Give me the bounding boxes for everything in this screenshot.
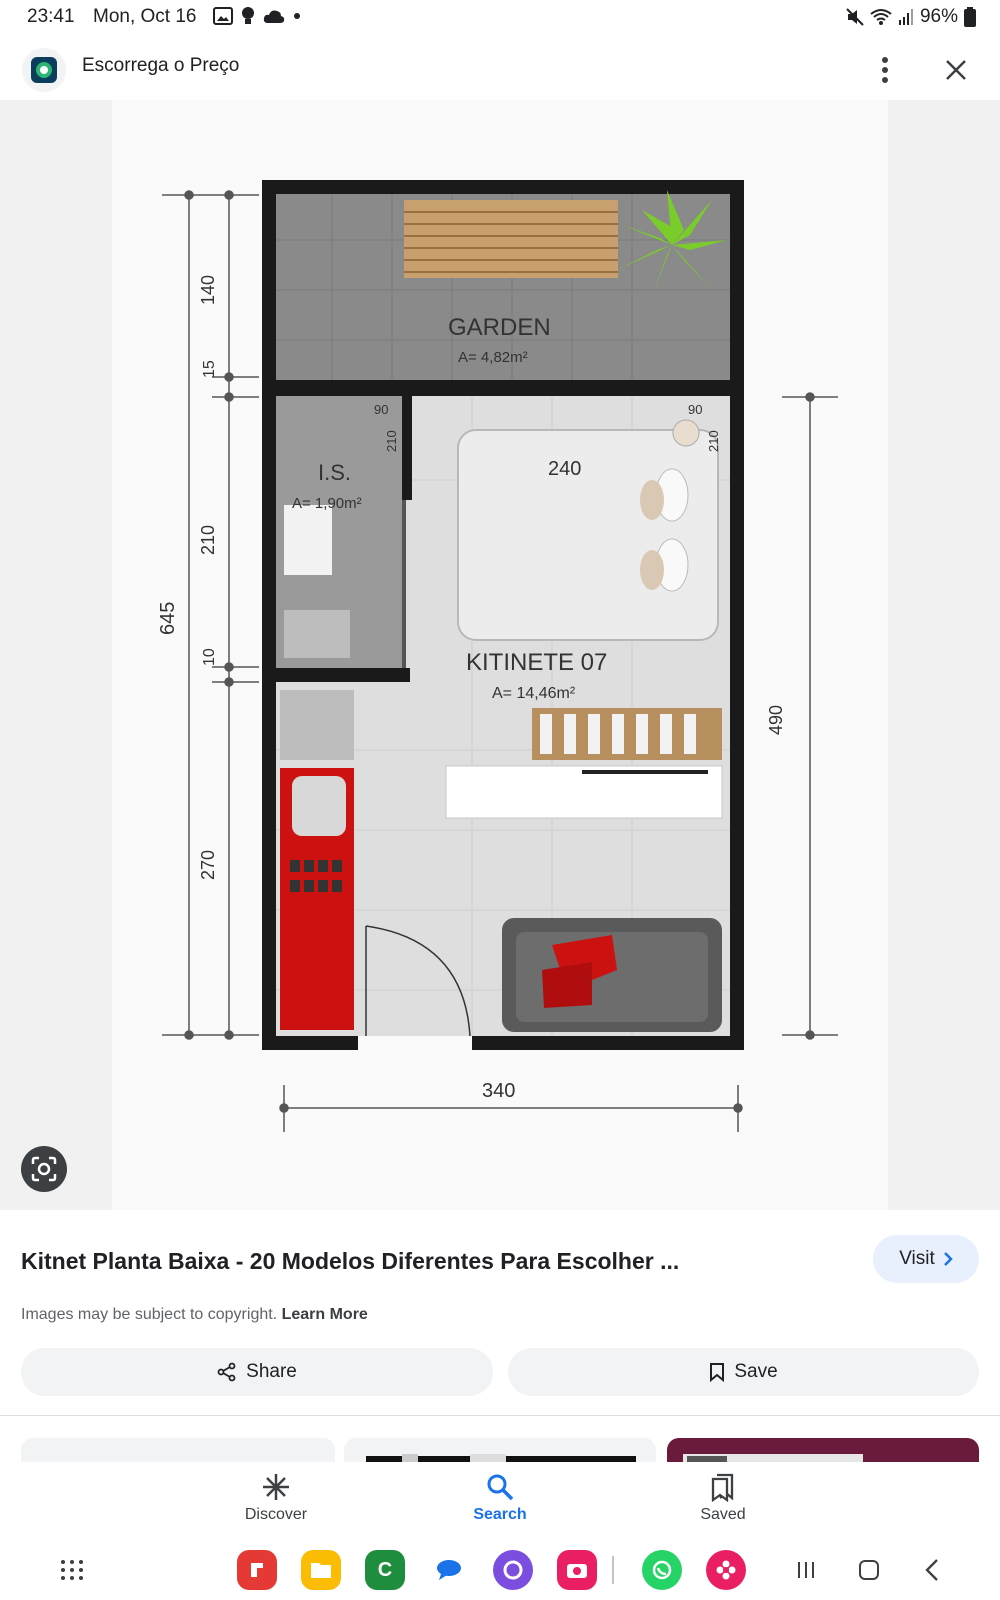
app-drawer-icon[interactable] (52, 1550, 92, 1590)
close-button[interactable] (938, 52, 974, 88)
flipboard-icon[interactable] (237, 1550, 277, 1590)
related-thumbnail[interactable] (344, 1438, 656, 1462)
dim-210b: 210 (384, 430, 399, 452)
save-button[interactable]: Save (508, 1348, 979, 1396)
asterisk-icon (263, 1474, 289, 1500)
dim-15: 15 (201, 360, 218, 378)
copyright-text: Images may be subject to copyright. (21, 1306, 278, 1323)
status-date: Mon, Oct 16 (93, 6, 197, 27)
nav-search[interactable]: Search (440, 1472, 560, 1524)
search-icon (487, 1474, 514, 1501)
dim-140: 140 (198, 275, 218, 305)
recents-icon[interactable] (786, 1550, 826, 1590)
result-title[interactable]: Kitnet Planta Baixa - 20 Modelos Diferen… (21, 1248, 680, 1274)
is-label: I.S. (318, 460, 351, 485)
wifi-icon (870, 9, 892, 25)
back-icon[interactable] (912, 1550, 952, 1590)
flower-app-icon[interactable] (706, 1550, 746, 1590)
gallery-icon (213, 7, 233, 25)
mute-icon (846, 8, 864, 26)
bulb-icon (242, 7, 254, 24)
battery-icon (964, 7, 976, 27)
copyright-notice: Images may be subject to copyright. Lear… (21, 1306, 368, 1324)
nav-discover-label: Discover (244, 1506, 308, 1523)
messages-icon[interactable] (429, 1550, 469, 1590)
thumbnail-floorplan-peek (366, 1454, 636, 1462)
dim-645: 645 (157, 602, 179, 635)
floor-plan-image: GARDEN A= 4,82m² I.S. A= 1,90m² KITINETE… (112, 100, 888, 1210)
globe-logo-icon (31, 57, 57, 83)
dim-90b: 90 (688, 402, 702, 417)
nav-search-label: Search (473, 1506, 527, 1523)
dim-10: 10 (201, 648, 218, 666)
c-app-icon[interactable]: C (365, 1550, 405, 1590)
kitinete-area: A= 14,46m² (492, 685, 576, 702)
chevron-right-icon (943, 1252, 953, 1266)
system-taskbar: C (0, 1538, 1000, 1600)
home-icon[interactable] (849, 1550, 889, 1590)
thumbnail-plan-peek (683, 1454, 863, 1462)
more-vert-icon (882, 57, 888, 83)
share-button[interactable]: Share (21, 1348, 493, 1396)
learn-more-link[interactable]: Learn More (281, 1306, 368, 1323)
garden-label: GARDEN (448, 314, 551, 341)
more-options-button[interactable] (870, 52, 900, 88)
battery-percent: 96% (919, 6, 958, 27)
source-header: Escorrega o Preço (0, 40, 1000, 100)
dim-340: 340 (482, 1080, 515, 1102)
google-lens-button[interactable] (21, 1146, 67, 1192)
status-right: 96% (846, 6, 976, 28)
bottom-navigation: Discover Search Saved (0, 1462, 1000, 1532)
site-name[interactable]: Escorrega o Preço (82, 55, 240, 76)
dim-90: 90 (374, 402, 388, 417)
image-preview[interactable]: GARDEN A= 4,82m² I.S. A= 1,90m² KITINETE… (0, 100, 1000, 1210)
garden-area: A= 4,82m² (458, 349, 528, 366)
bookmark-icon (710, 1363, 725, 1382)
site-favicon[interactable] (22, 48, 66, 92)
save-label: Save (734, 1361, 778, 1382)
nav-saved[interactable]: Saved (663, 1472, 783, 1524)
dim-490: 490 (766, 705, 786, 735)
is-area: A= 1,90m² (292, 495, 362, 512)
visit-label: Visit (899, 1248, 935, 1269)
dim-240: 240 (548, 458, 581, 480)
signal-icon (898, 9, 913, 25)
lens-icon (31, 1156, 57, 1182)
internet-icon[interactable] (493, 1550, 533, 1590)
nav-discover[interactable]: Discover (216, 1472, 336, 1524)
visit-button[interactable]: Visit (873, 1235, 979, 1283)
section-divider (0, 1415, 1000, 1416)
share-icon (217, 1362, 236, 1382)
kitinete-label: KITINETE 07 (466, 649, 607, 676)
dim-210: 210 (198, 525, 218, 555)
whatsapp-icon[interactable] (642, 1550, 682, 1590)
share-label: Share (246, 1361, 297, 1382)
cloud-icon (263, 10, 285, 23)
status-notification-icons (213, 6, 301, 26)
related-thumbnail[interactable] (667, 1438, 979, 1462)
dock-separator (612, 1556, 614, 1584)
dim-270: 270 (198, 850, 218, 880)
files-icon[interactable] (301, 1550, 341, 1590)
close-icon (946, 60, 966, 80)
dot-icon (294, 13, 300, 19)
related-thumbnail[interactable] (21, 1438, 335, 1462)
camera-icon[interactable] (557, 1550, 597, 1590)
bookmarks-icon (711, 1473, 734, 1502)
dim-210c: 210 (706, 430, 721, 452)
nav-saved-label: Saved (700, 1506, 746, 1523)
status-time: 23:41 (27, 6, 75, 27)
status-bar: 23:41 Mon, Oct 16 96% (0, 0, 1000, 34)
